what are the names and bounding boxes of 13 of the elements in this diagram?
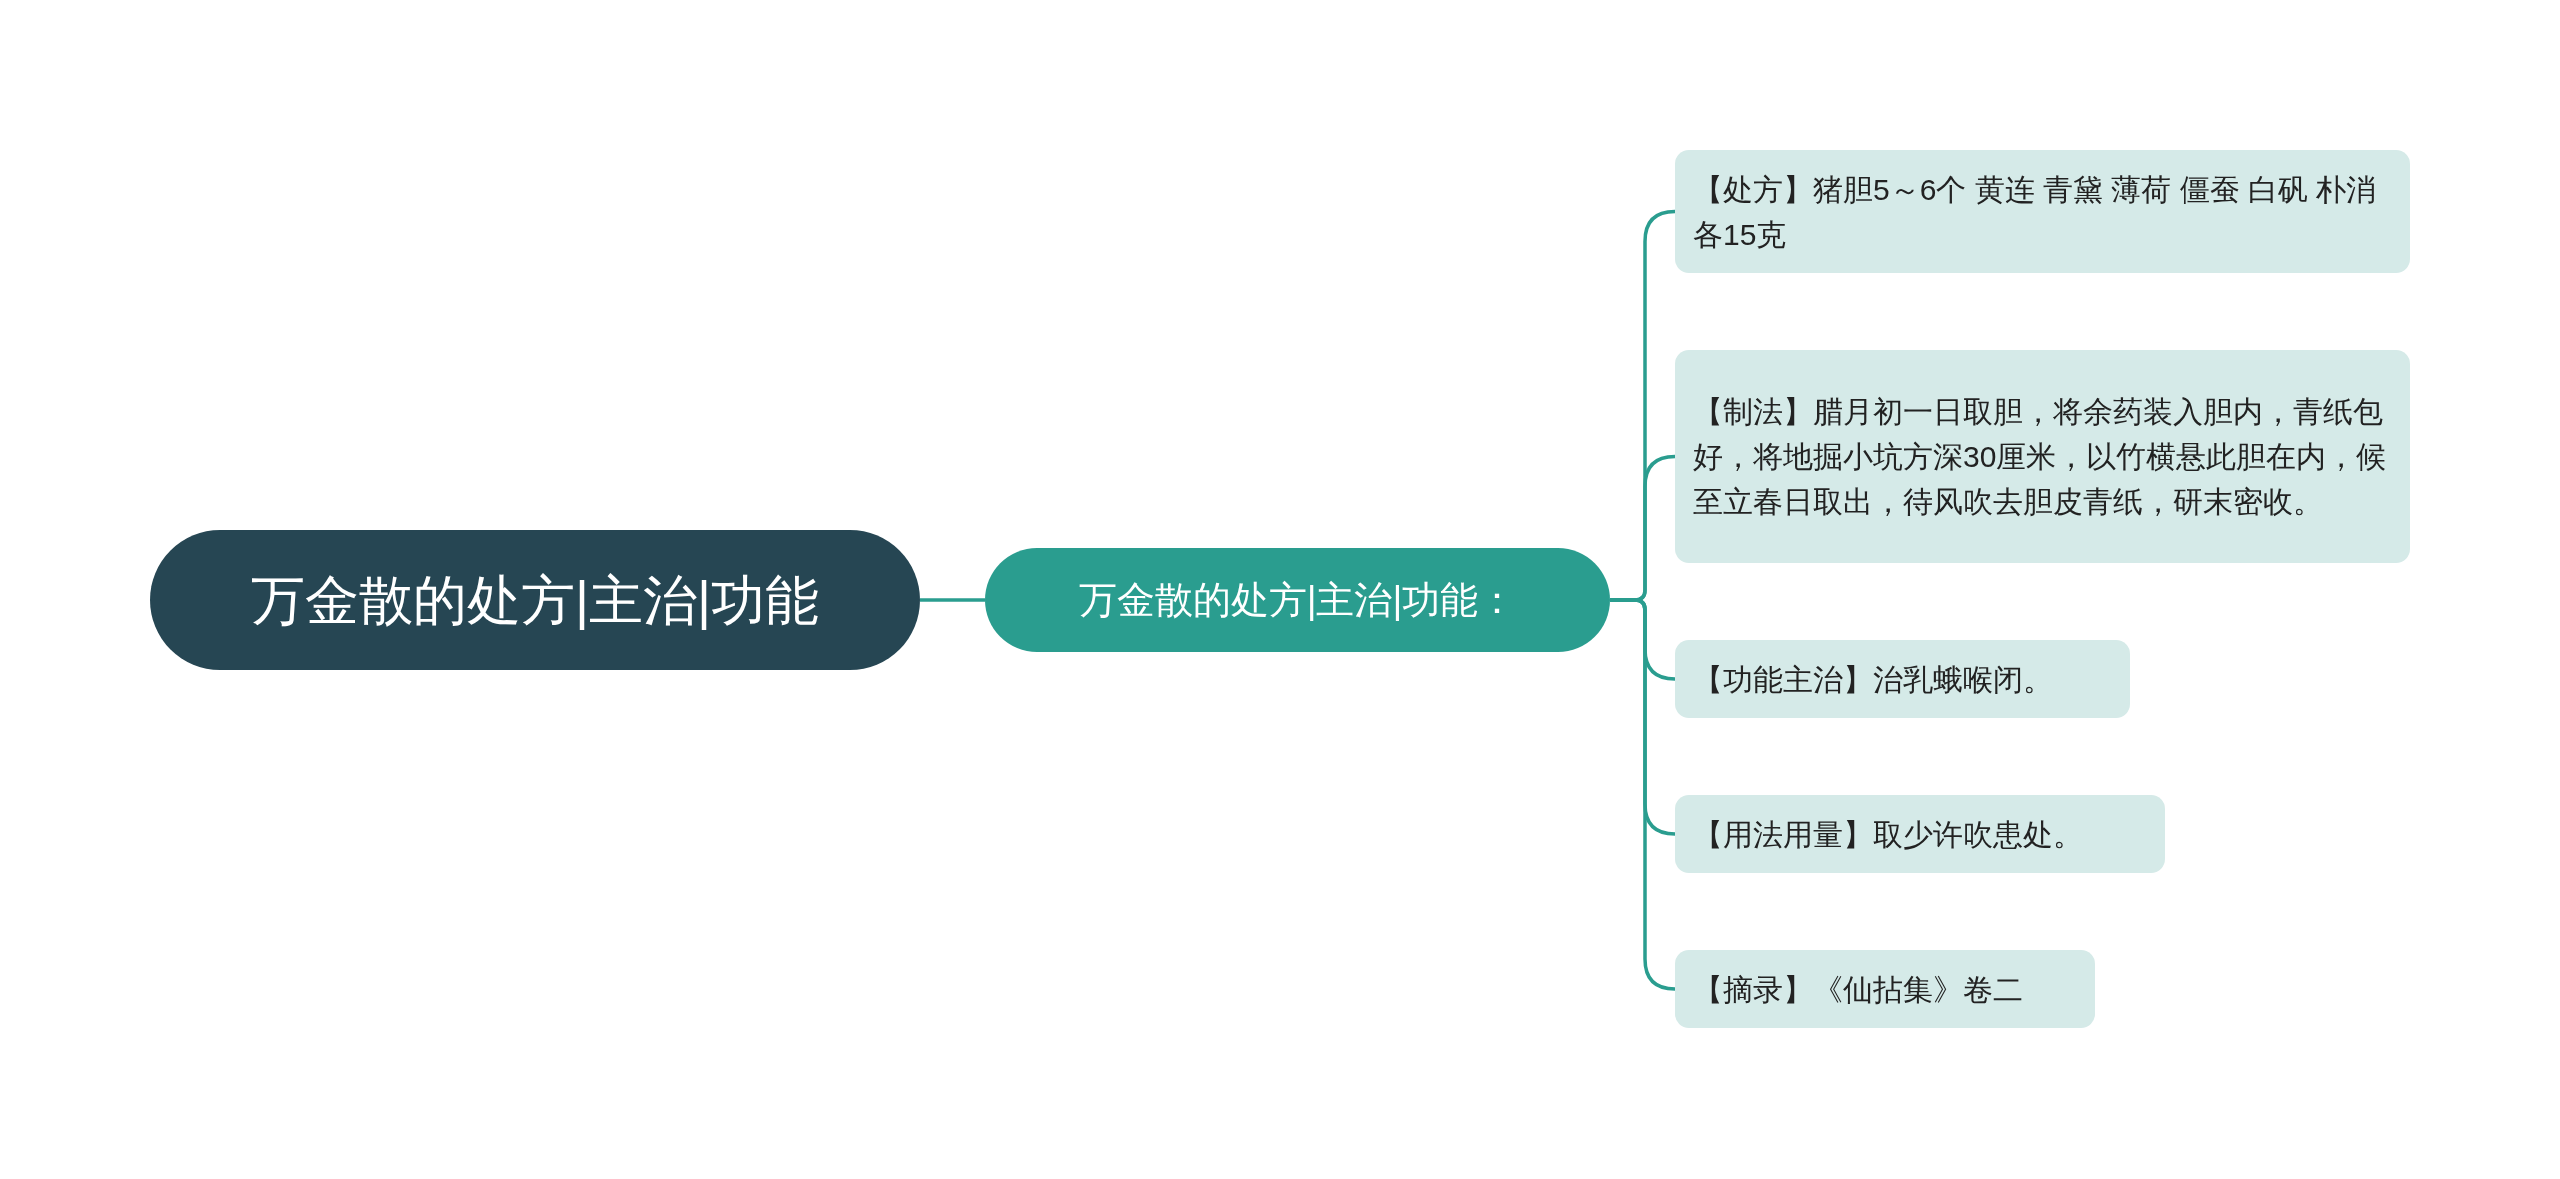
topic-text: 【制法】腊月初一日取胆，将余药装入胆内，青纸包好，将地掘小坑方深30厘米，以竹横悬此胆在内，候至立春日取出，待风吹去胆皮青纸，研末密收。 bbox=[1693, 394, 2388, 520]
topic-text: 【功能主治】治乳蛾喉闭。 bbox=[1693, 661, 2053, 698]
topic-text: 【摘录】《仙拈集》卷二 bbox=[1693, 971, 2023, 1008]
topic-text: 万金散的处方|主治|功能 bbox=[250, 568, 820, 632]
topic-text: 万金散的处方|主治|功能： bbox=[1078, 577, 1517, 623]
topic-text: 【用法用量】取少许吹患处。 bbox=[1693, 816, 2083, 853]
topic-text: 【处方】猪胆5～6个 黄连 青黛 薄荷 僵蚕 白矾 朴消各15克 bbox=[1693, 171, 2378, 253]
leaf-topic bbox=[1675, 150, 2410, 273]
leaf-topic bbox=[1675, 950, 2095, 1028]
leaf-topic bbox=[1675, 350, 2410, 563]
leaf-topic bbox=[1675, 795, 2165, 873]
connector-line bbox=[920, 598, 985, 602]
leaf-topic bbox=[1675, 640, 2130, 718]
